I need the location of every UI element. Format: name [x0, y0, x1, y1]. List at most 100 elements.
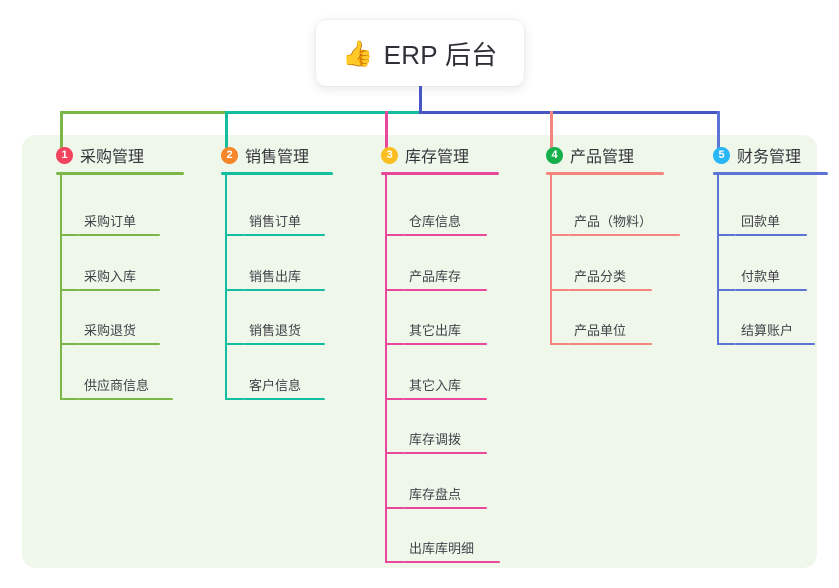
branch-title: 财务管理 [737, 149, 802, 166]
root-node[interactable]: 👍 ERP 后台 [316, 20, 524, 86]
branch-drop-2 [225, 111, 228, 155]
leaf-underline [243, 343, 325, 345]
leaf-item[interactable]: 销售退货 [225, 320, 325, 345]
branch-spine [60, 175, 62, 398]
branch-title: 采购管理 [80, 149, 145, 166]
leaf-item[interactable]: 供应商信息 [60, 375, 173, 400]
root-stem-connector [419, 86, 422, 114]
trunk-segment-left [60, 111, 228, 114]
leaf-item[interactable]: 出库库明细 [385, 538, 500, 563]
leaf-item[interactable]: 仓库信息 [385, 211, 487, 236]
leaf-connector [60, 288, 78, 291]
branch-header-5[interactable]: 5 财务管理 [695, 140, 801, 170]
branch-spine [385, 175, 387, 561]
leaf-label: 回款单 [741, 214, 781, 229]
leaf-label: 产品单位 [574, 323, 627, 338]
leaf-label: 采购入库 [84, 268, 137, 284]
leaf-item[interactable]: 其它出库 [385, 320, 487, 345]
leaf-item[interactable]: 客户信息 [225, 375, 325, 400]
leaf-connector [717, 288, 735, 291]
leaf-connector [60, 397, 78, 400]
leaf-connector [225, 343, 243, 345]
branch-underline [56, 172, 184, 175]
trunk-segment-middle [225, 111, 422, 114]
branch-drop-3 [385, 111, 388, 155]
leaf-connector [550, 343, 568, 345]
branch-column-4: 4 产品管理产品（物料） 产品分类产品单位 [528, 140, 680, 345]
leaf-underline [403, 506, 487, 509]
leaf-connector [717, 343, 735, 345]
branch-underline [546, 172, 664, 175]
leaf-label: 客户信息 [249, 377, 302, 393]
leaf-underline [735, 343, 815, 345]
leaf-item[interactable]: 回款单 [717, 211, 807, 236]
trunk-segment-right [419, 111, 720, 114]
branch-number-badge: 3 [381, 146, 398, 164]
leaf-item[interactable]: 库存调拨 [385, 429, 487, 454]
branch-column-5: 5 财务管理回款单付款单结算账户 [695, 140, 828, 345]
leaf-label: 销售退货 [249, 323, 302, 338]
branch-number-badge: 4 [546, 146, 563, 164]
leaf-connector [385, 343, 403, 345]
leaf-label: 其它出库 [409, 323, 462, 338]
leaf-underline [568, 343, 652, 345]
leaf-item[interactable]: 产品（物料） [550, 211, 680, 236]
leaf-underline [403, 288, 487, 291]
leaf-connector [385, 561, 403, 563]
leaf-item[interactable]: 采购退货 [60, 320, 160, 345]
leaf-connector [385, 288, 403, 291]
leaf-underline [403, 234, 487, 236]
branch-number-badge: 1 [56, 146, 73, 164]
leaf-connector [385, 452, 403, 454]
branch-underline [381, 172, 499, 175]
thumbs-up-icon: 👍 [342, 39, 374, 68]
leaf-item[interactable]: 库存盘点 [385, 484, 487, 509]
leaf-item[interactable]: 销售出库 [225, 266, 325, 291]
leaf-label: 库存调拨 [409, 432, 462, 447]
leaf-underline [78, 234, 160, 236]
leaf-item[interactable]: 产品分类 [550, 266, 652, 291]
leaf-connector [550, 288, 568, 291]
leaf-item[interactable]: 付款单 [717, 266, 807, 291]
branch-title: 产品管理 [570, 149, 635, 166]
leaf-underline [78, 397, 173, 400]
leaf-item[interactable]: 产品库存 [385, 266, 487, 291]
leaf-underline [735, 234, 807, 236]
leaf-label: 采购订单 [84, 214, 137, 229]
leaf-label: 结算账户 [741, 323, 794, 338]
leaf-connector [60, 234, 78, 236]
leaf-connector [385, 397, 403, 400]
leaf-item[interactable]: 结算账户 [717, 320, 815, 345]
leaf-item[interactable]: 采购入库 [60, 266, 160, 291]
leaf-connector [717, 234, 735, 236]
branch-spine [550, 175, 552, 343]
leaf-label: 供应商信息 [84, 377, 150, 393]
leaf-item[interactable]: 采购订单 [60, 211, 160, 236]
leaf-connector [385, 234, 403, 236]
leaf-item[interactable]: 销售订单 [225, 211, 325, 236]
branch-header-4[interactable]: 4 产品管理 [528, 140, 634, 170]
branch-column-1: 1 采购管理采购订单采购入库采购退货供应商信息 [38, 140, 184, 400]
leaf-label: 产品分类 [574, 268, 627, 284]
branch-header-1[interactable]: 1 采购管理 [38, 140, 144, 170]
leaf-underline [568, 288, 652, 291]
branch-spine [225, 175, 227, 398]
leaf-underline [78, 343, 160, 345]
leaf-underline [403, 343, 487, 345]
leaf-underline [403, 561, 500, 563]
leaf-item[interactable]: 其它入库 [385, 375, 487, 400]
leaf-label: 采购退货 [84, 323, 137, 338]
leaf-underline [78, 288, 160, 291]
leaf-underline [243, 288, 325, 291]
leaf-connector [550, 234, 568, 236]
leaf-label: 其它入库 [409, 377, 462, 393]
branch-number-badge: 5 [713, 146, 730, 164]
leaf-connector [60, 343, 78, 345]
leaf-item[interactable]: 产品单位 [550, 320, 652, 345]
branch-number-badge: 2 [221, 146, 238, 164]
branch-drop-5 [717, 111, 720, 155]
